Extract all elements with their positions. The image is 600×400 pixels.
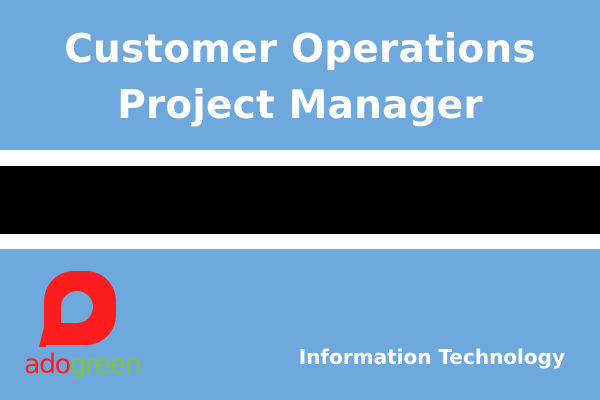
adogreen-wordmark: adogreen [24, 349, 142, 380]
job-title: Customer Operations Project Manager [10, 16, 590, 134]
job-title-line-2: Project Manager [117, 83, 483, 128]
adogreen-logo-mark-icon [39, 271, 116, 347]
black-band [0, 166, 600, 234]
adogreen-logo: adogreen [24, 269, 154, 389]
job-title-line-1: Customer Operations [64, 27, 536, 72]
department-label: Information Technology [298, 345, 565, 369]
title-panel: Customer Operations Project Manager [0, 0, 600, 150]
wordmark-green: green [69, 349, 142, 380]
wordmark-ado: ado [24, 349, 71, 380]
footer-panel: adogreen Information Technology [0, 249, 600, 400]
